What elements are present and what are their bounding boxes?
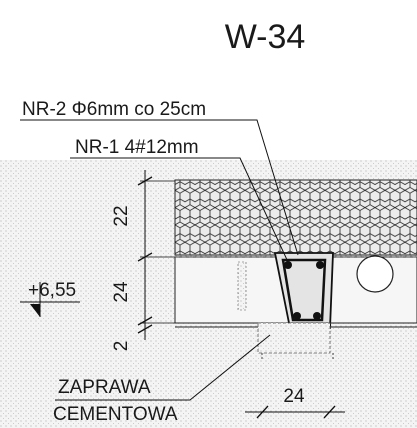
label-stirrup: NR-2 Φ6mm co 25cm <box>22 99 206 120</box>
hollow-opening <box>356 255 394 293</box>
dim-lintel-width: 24 <box>283 386 305 407</box>
label-mortar-line1: ZAPRAWA <box>58 377 151 398</box>
leader-stirrup <box>20 119 299 256</box>
label-mortar-line2: CEMENTOWA <box>53 404 178 425</box>
mortar-bed <box>257 322 331 354</box>
dim-mortar-thickness: 2 <box>111 341 132 352</box>
dim-slab-thickness: 22 <box>111 205 132 226</box>
level-marker-icon <box>30 304 40 317</box>
insulation-strip <box>237 261 247 311</box>
rebar-top-left <box>284 261 292 269</box>
label-main-bars: NR-1 4#12mm <box>75 137 199 158</box>
rebar-bottom-right <box>313 312 321 320</box>
slab-hatch <box>174 179 417 256</box>
rebar-top-right <box>316 261 324 269</box>
leader-main-bars <box>70 157 289 263</box>
rebar-bottom-left <box>293 312 301 320</box>
dim-lintel-height: 24 <box>111 281 132 303</box>
level-mark: +6,55 <box>28 280 76 301</box>
stirrup-nr-2 <box>281 258 327 322</box>
leader-mortar <box>55 334 271 401</box>
drawing-title: W-34 <box>225 18 306 56</box>
